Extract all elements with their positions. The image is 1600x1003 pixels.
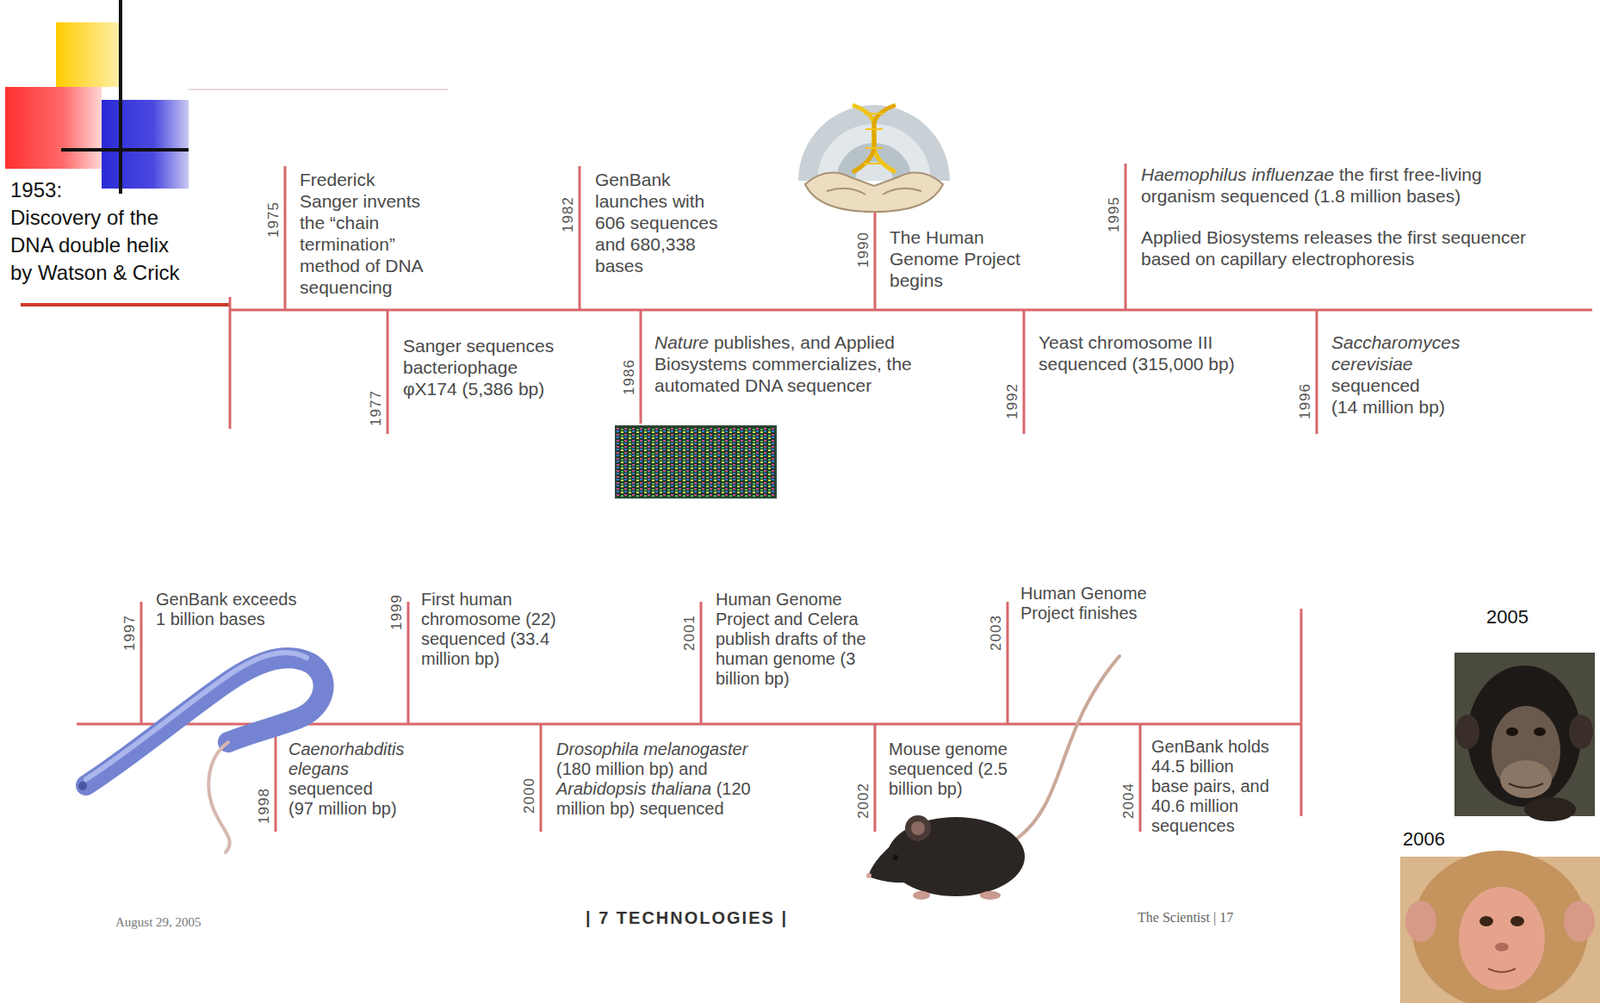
- event-text: Frederick Sanger invents the “chain term…: [299, 168, 436, 298]
- timeline-axis: [76, 601, 1302, 832]
- event-text: Drosophila melanogaster (180 million bp)…: [556, 739, 755, 819]
- year-label: 1986: [620, 359, 639, 396]
- footer-source: The Scientist | 17: [1137, 910, 1234, 925]
- footer-section: | 7 TECHNOLOGIES |: [585, 908, 788, 928]
- event-text: sequenced (14 million bp): [1331, 375, 1445, 417]
- event-text: GenBank launches with 606 sequences and …: [595, 168, 733, 277]
- event-text: First human chromosome (22) sequenced (3…: [421, 589, 559, 670]
- event-text: Nature publishes, and Applied Biosystems…: [654, 331, 915, 397]
- year-label: 1992: [1004, 383, 1022, 420]
- year-label: 2000: [520, 777, 539, 814]
- history-note: Discovery of the DNA double helix by Wat…: [10, 204, 192, 287]
- year-note: 1953:: [10, 178, 63, 202]
- event-text: sequenced (97 million bp): [288, 779, 400, 819]
- logo-squares: [5, 0, 189, 194]
- mouse-illustration: [866, 656, 1120, 900]
- event-text: Human Genome Project finishes: [1020, 583, 1148, 623]
- event-text: Caenorhabditis elegans: [288, 739, 405, 779]
- page-rule: [188, 88, 448, 91]
- event-text: Saccharomyces cerevisiae: [1331, 332, 1460, 374]
- event-text: sequenced (97 million bp): [288, 779, 397, 819]
- photo-year: 2006: [1402, 828, 1445, 850]
- event-text: Mouse genome sequenced (2.5 billion bp): [888, 739, 1008, 799]
- event-text: Haemophilus influenzae: [1141, 164, 1334, 185]
- year-label: 1975: [265, 201, 283, 238]
- event-text: Caenorhabditis elegans: [288, 739, 414, 780]
- event-text: Mouse genome sequenced (2.5 billion bp): [888, 739, 1011, 800]
- event-text: GenBank launches with 606 sequences and …: [595, 169, 718, 276]
- year-label: 1997: [121, 614, 139, 652]
- event-text: The Human Genome Project begins: [889, 226, 1032, 292]
- event-text: Yeast chromosome III sequenced (315,000 …: [1038, 332, 1235, 374]
- year-label: 1977: [367, 390, 385, 427]
- event-text: GenBank exceeds 1 billion bases: [155, 589, 301, 630]
- footer-section: | 7 TECHNOLOGIES |: [585, 907, 788, 929]
- event-text: Yeast chromosome III sequenced (315,000 …: [1038, 331, 1250, 375]
- year-label: 1999: [388, 594, 406, 631]
- year-label: 1995: [1105, 196, 1123, 233]
- event-text: Sanger sequences bacteriophage φX174 (5,…: [403, 335, 554, 399]
- year-label: 1998: [255, 787, 273, 825]
- photo-year: 2005: [1486, 606, 1529, 628]
- year-label: 2002: [855, 782, 873, 819]
- event-text: Nature: [654, 332, 709, 353]
- year-label: 1996: [1296, 383, 1315, 420]
- year-note: 1953:: [10, 176, 114, 205]
- year-label: 1982: [559, 196, 577, 233]
- sequencing-gel-image: [615, 426, 776, 498]
- event-text: First human chromosome (22) sequenced (3…: [421, 589, 557, 669]
- year-label: 1990: [855, 231, 873, 268]
- event-text: Human Genome Project finishes: [1020, 583, 1167, 624]
- year-label: 2003: [987, 614, 1005, 652]
- worm-illustration: [78, 652, 324, 853]
- event-text: Arabidopsis thaliana: [556, 779, 712, 799]
- footer-date: August 29, 2005: [115, 915, 202, 930]
- event-text: Haemophilus influenzae the first free-li…: [1141, 163, 1529, 207]
- event-text: GenBank exceeds 1 billion bases: [155, 589, 297, 629]
- event-text: Sanger sequences bacteriophage φX174 (5,…: [403, 334, 563, 400]
- event-text: GenBank holds 44.5 billion base pairs, a…: [1151, 737, 1272, 837]
- event-text: sequenced (14 million bp): [1331, 374, 1449, 418]
- event-text: Saccharomyces cerevisiae: [1331, 331, 1465, 375]
- event-text: Drosophila melanogaster: [556, 739, 748, 759]
- history-note: Discovery of the DNA double helix by Wat…: [10, 205, 180, 285]
- year-label: 2001: [681, 614, 699, 652]
- event-text: Frederick Sanger invents the “chain term…: [299, 169, 422, 298]
- chimpanzee-photo: [1454, 652, 1595, 822]
- photo-year: 2005: [1486, 606, 1529, 629]
- footer-source: The Scientist | 17: [1137, 909, 1234, 927]
- photo-year: 2006: [1402, 828, 1445, 851]
- year-label: 2004: [1120, 782, 1138, 819]
- macaque-photo: [1400, 850, 1600, 1003]
- footer-date: August 29, 2005: [115, 914, 202, 931]
- genome-hands-illustration: [798, 105, 950, 212]
- event-text: GenBank holds 44.5 billion base pairs, a…: [1151, 737, 1270, 836]
- event-text: Human Genome Project and Celera publish …: [715, 589, 867, 689]
- event-text: (180 million bp) and: [556, 759, 708, 779]
- event-text: Applied Biosystems releases the first se…: [1141, 227, 1526, 269]
- event-text: The Human Genome Project begins: [889, 227, 1021, 291]
- timeline-axis: [229, 163, 1593, 435]
- note-underline: [20, 303, 230, 307]
- event-text: Applied Biosystems releases the first se…: [1141, 226, 1529, 270]
- event-text: Human Genome Project and Celera publish …: [715, 589, 874, 689]
